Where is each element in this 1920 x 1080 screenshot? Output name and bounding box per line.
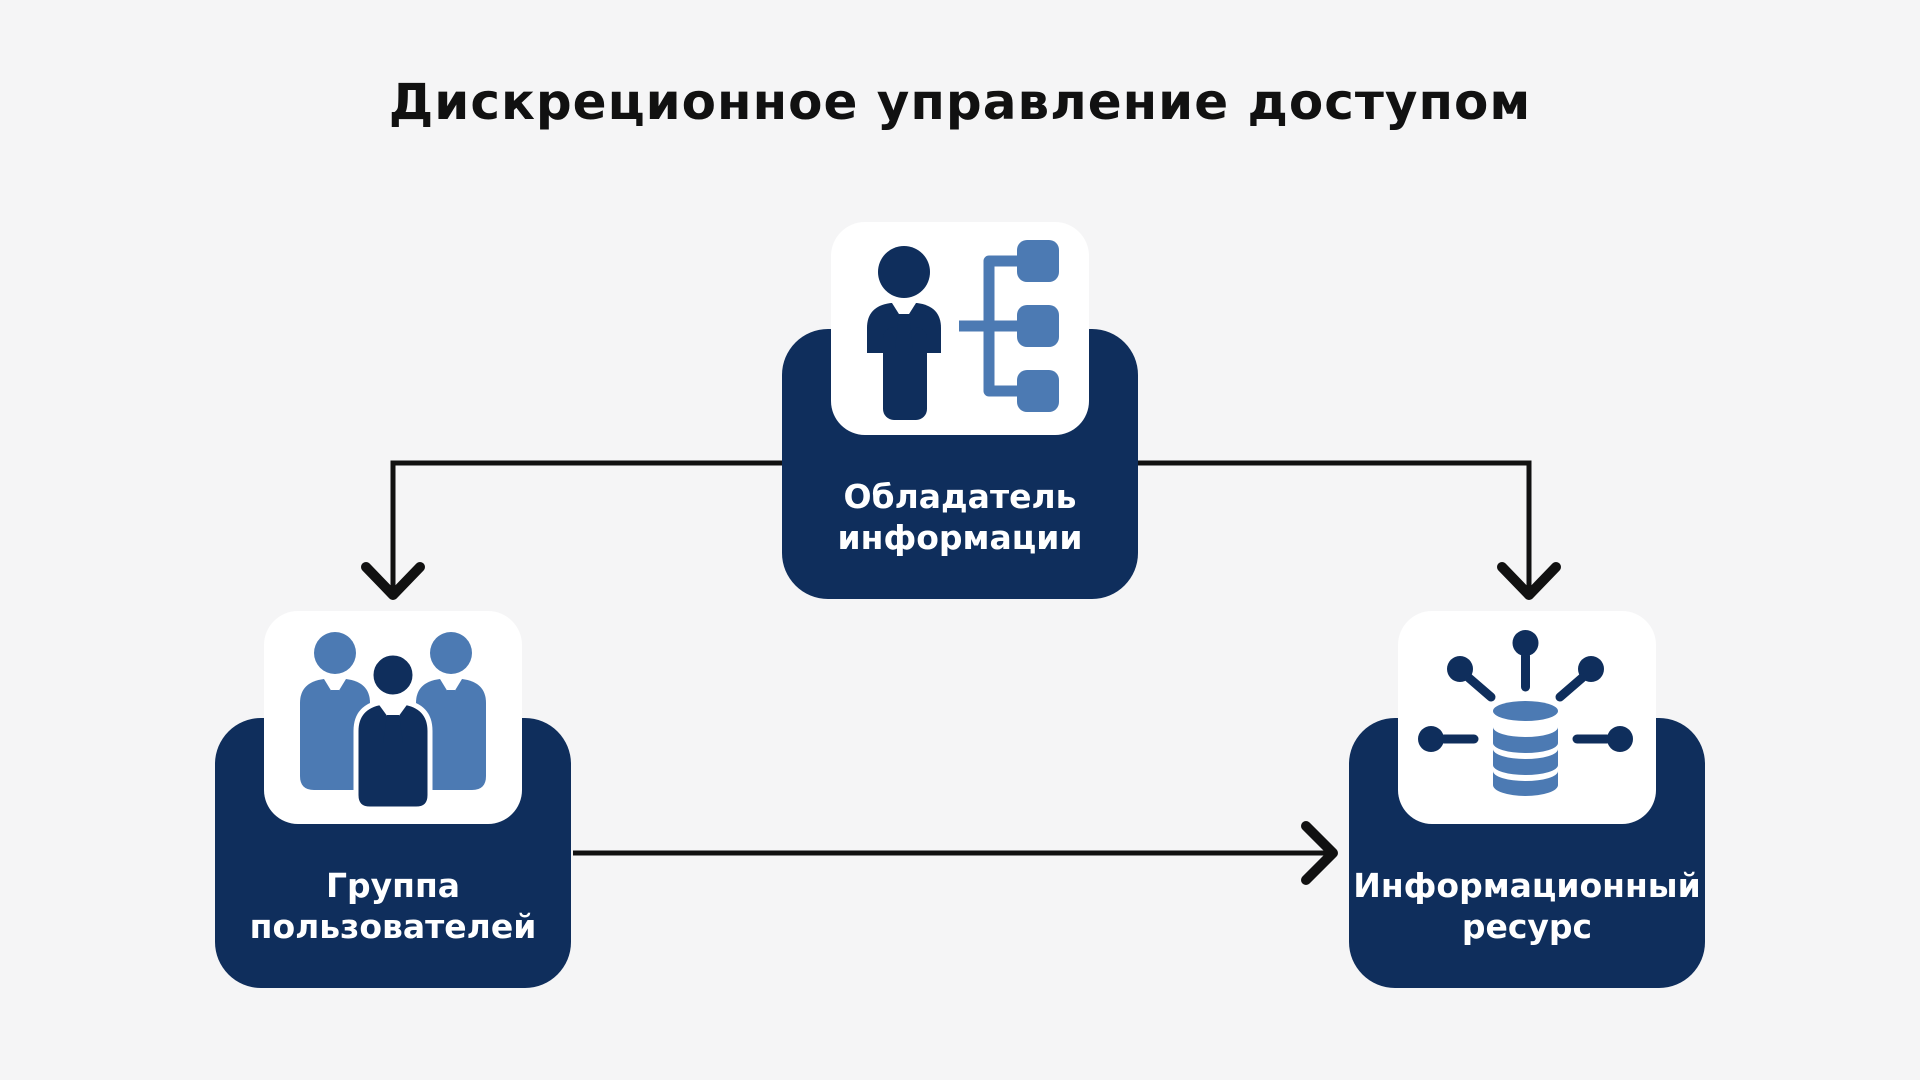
label-line: Информационный (1353, 866, 1701, 905)
node-resource-label: Информационный ресурс (1349, 865, 1705, 947)
node-resource-icon-card (1398, 611, 1656, 824)
person-hierarchy-icon (867, 240, 1059, 420)
center-user-figure (353, 650, 433, 812)
left-user-figure (300, 632, 370, 790)
node-owner-label: Обладатель информации (782, 476, 1138, 558)
hierarchy-tree (959, 240, 1059, 412)
node-users-label: Группа пользователей (215, 865, 571, 947)
person-figure (867, 246, 941, 420)
label-line: Обладатель (843, 477, 1077, 516)
arrow-owner-to-resource (1138, 460, 1561, 600)
node-users-icon-card (264, 611, 522, 824)
database-cylinder (1493, 701, 1558, 796)
node-users: Группа пользователей (215, 611, 571, 988)
right-user-figure (416, 632, 486, 790)
node-owner: Обладатель информации (782, 222, 1138, 599)
node-resource: Информационный ресурс (1349, 611, 1705, 988)
label-line: пользователей (249, 907, 537, 946)
node-owner-icon-card (831, 222, 1089, 435)
user-group-icon (300, 632, 486, 812)
label-line: Группа (325, 866, 461, 905)
diagram-title: Дискреционное управление доступом (388, 73, 1532, 131)
database-network-icon (1418, 630, 1633, 796)
network-connections (1418, 630, 1633, 752)
arrow-owner-to-users (361, 460, 782, 600)
label-line: ресурс (1461, 907, 1593, 946)
arrow-users-to-resource (573, 821, 1338, 885)
label-line: информации (837, 518, 1083, 557)
